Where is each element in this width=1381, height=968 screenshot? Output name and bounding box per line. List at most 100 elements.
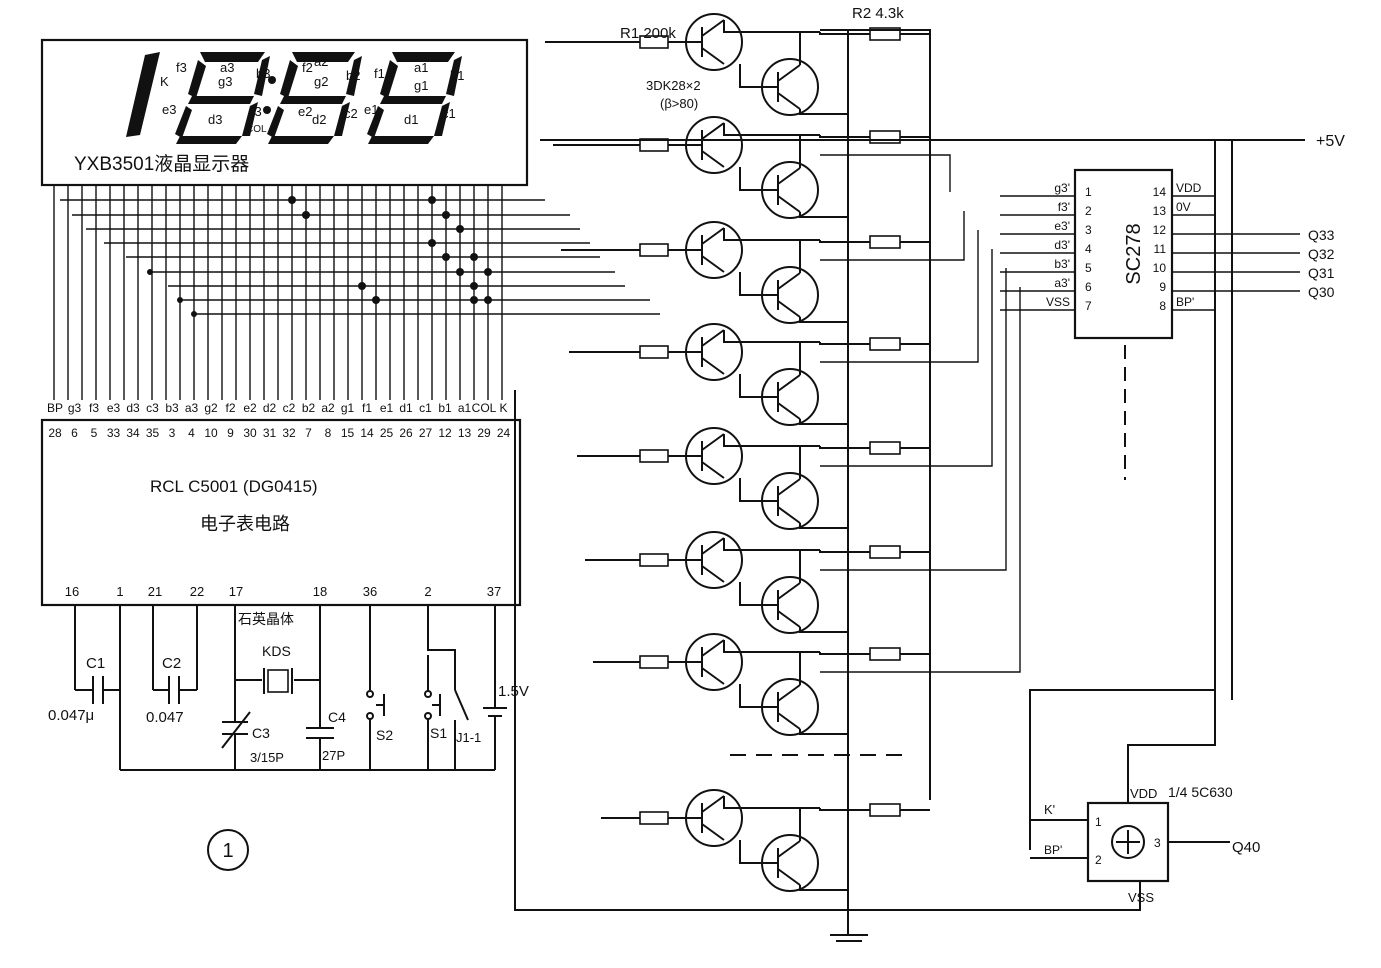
s1-label: S1 bbox=[430, 725, 447, 741]
ic-c5001-pin-label: e1 bbox=[380, 401, 394, 415]
svg-text:K: K bbox=[160, 74, 169, 89]
crystal-name: KDS bbox=[262, 643, 291, 659]
ic-c5001-name: RCL C5001 (DG0415) bbox=[150, 477, 318, 496]
driver-stage bbox=[585, 268, 1007, 634]
svg-text:e3: e3 bbox=[162, 102, 176, 117]
driver-stage bbox=[593, 287, 1021, 736]
svg-text:d1: d1 bbox=[404, 112, 418, 127]
ic-c5001-pin-label: d3 bbox=[126, 401, 140, 415]
base-resistor bbox=[639, 655, 669, 669]
battery-label: 1.5V bbox=[498, 683, 529, 700]
transistor-beta: (β>80) bbox=[660, 96, 698, 111]
ic-c5001-bottom-pin: 2 bbox=[424, 584, 431, 599]
ic-c5001-pin-number: 27 bbox=[419, 426, 433, 440]
ic-c5001-pin-label: f2 bbox=[225, 401, 235, 415]
svg-text:e2: e2 bbox=[298, 104, 312, 119]
svg-text:f3: f3 bbox=[176, 60, 187, 75]
ic-c5001: BP28g36f35e333d334c335b33a34g210f29e230d… bbox=[40, 401, 522, 607]
ic-sc278-name: SC278 bbox=[1123, 223, 1145, 284]
ic-c5001-subtitle: 电子表电路 bbox=[200, 514, 290, 534]
sc278-left-pin-label: g3' bbox=[1054, 181, 1070, 195]
ic-c5001-pin-number: 10 bbox=[204, 426, 218, 440]
lcd-digit-hour bbox=[175, 52, 270, 144]
ic-c5001-bottom-pin: 22 bbox=[190, 584, 204, 599]
driver-stage bbox=[561, 211, 965, 324]
sc278-left-pin-label: a3' bbox=[1054, 276, 1070, 290]
r2-label: R2 4.3k bbox=[852, 5, 904, 22]
ic-c5001-pin-number: 12 bbox=[438, 426, 452, 440]
ic-c5001-pin-label: b3 bbox=[165, 401, 179, 415]
collector-resistor bbox=[869, 235, 901, 249]
ic-c5001-pin-label: c3 bbox=[146, 401, 159, 415]
sc278-left-pin-label: d3' bbox=[1054, 238, 1070, 252]
ic-c5001-bottom-pin: 17 bbox=[229, 584, 243, 599]
svg-text:f2: f2 bbox=[302, 60, 313, 75]
svg-text:c2: c2 bbox=[344, 106, 358, 121]
ic-c5001-pin-number: 6 bbox=[71, 426, 78, 440]
ic-c5001-bottom-pin: 21 bbox=[148, 584, 162, 599]
sc278-output-label: Q32 bbox=[1308, 246, 1335, 262]
c1-name: C1 bbox=[86, 655, 105, 672]
ic-c5001-pin-number: 29 bbox=[477, 426, 491, 440]
sc278-right-pin-number: 8 bbox=[1159, 299, 1166, 313]
supply-label: +5V bbox=[1316, 133, 1345, 150]
sc278-left-pin-label: e3' bbox=[1054, 219, 1070, 233]
ic-5c630-in2: BP' bbox=[1044, 843, 1062, 857]
ic-c5001-pin-label: g2 bbox=[204, 401, 218, 415]
ic-5c630-vdd: VDD bbox=[1130, 786, 1157, 801]
ic-c5001-pin-label: K bbox=[499, 401, 507, 415]
timing-components: C1 0.047μ C2 0.047 石英晶体 KDS C3 3/15P C4 … bbox=[48, 605, 529, 871]
collector-resistor bbox=[869, 647, 901, 661]
transistor bbox=[685, 323, 743, 381]
sc278-right-pin-number: 11 bbox=[1154, 242, 1167, 256]
ic-c5001-pin-number: 28 bbox=[48, 426, 62, 440]
collector-resistor bbox=[869, 130, 901, 144]
driver-stage bbox=[601, 789, 930, 892]
driver-stages bbox=[545, 13, 1021, 892]
ic-c5001-pin-label: c1 bbox=[419, 401, 432, 415]
ic-c5001-pin-number: 4 bbox=[188, 426, 195, 440]
svg-text:f1: f1 bbox=[374, 66, 385, 81]
sc278-left-pin-label: b3' bbox=[1054, 257, 1070, 271]
base-resistor bbox=[639, 243, 669, 257]
lcd-digit-min-tens bbox=[267, 52, 362, 144]
lcd-label: YXB3501液晶显示器 bbox=[74, 153, 249, 175]
svg-text:d2: d2 bbox=[312, 112, 326, 127]
ic-c5001-pin-number: 15 bbox=[341, 426, 355, 440]
transistor-type: 3DK28×2 bbox=[646, 78, 701, 93]
sc278-left-pin-number: 4 bbox=[1085, 242, 1092, 256]
ic-c5001-pin-label: a3 bbox=[185, 401, 199, 415]
j-label: J1-1 bbox=[456, 730, 481, 745]
ic-c5001-pin-number: 26 bbox=[399, 426, 413, 440]
driver-labels: R1 200k R2 4.3k 3DK28×2 (β>80) bbox=[620, 5, 904, 111]
ic-5c630-output: Q40 bbox=[1232, 839, 1260, 856]
ic-c5001-pin-number: 14 bbox=[360, 426, 374, 440]
driver-stage bbox=[553, 116, 951, 219]
sc278-left-pin-number: 2 bbox=[1085, 204, 1092, 218]
driver-stage bbox=[569, 230, 979, 426]
ic-c5001-pin-label: c2 bbox=[283, 401, 296, 415]
base-resistor bbox=[639, 553, 669, 567]
sc278-left-pin-label: VSS bbox=[1046, 295, 1070, 309]
sc278-right-pin-label: 0V bbox=[1176, 200, 1191, 214]
ic-c5001-pin-label: f1 bbox=[362, 401, 372, 415]
sc278-left-pin-number: 3 bbox=[1085, 223, 1092, 237]
ic-c5001-pin-number: 24 bbox=[497, 426, 511, 440]
sc278-left-pin-number: 7 bbox=[1085, 299, 1092, 313]
sc278-right-pin-number: 13 bbox=[1153, 204, 1167, 218]
c3-value: 3/15P bbox=[250, 750, 284, 765]
base-resistor bbox=[639, 449, 669, 463]
ic-c5001-bottom-pin: 37 bbox=[487, 584, 501, 599]
svg-text:a3: a3 bbox=[220, 60, 234, 75]
ic-5c630: VDD 1/4 5C630 VSS 1 2 3 K' BP' Q40 bbox=[1030, 690, 1260, 905]
svg-text:g3: g3 bbox=[218, 74, 232, 89]
svg-text:a1: a1 bbox=[414, 60, 428, 75]
c2-name: C2 bbox=[162, 655, 181, 672]
ic-5c630-pin1: 1 bbox=[1095, 815, 1102, 829]
svg-text:e1: e1 bbox=[364, 102, 378, 117]
c4-value: 27P bbox=[322, 748, 345, 763]
collector-resistor bbox=[869, 337, 901, 351]
